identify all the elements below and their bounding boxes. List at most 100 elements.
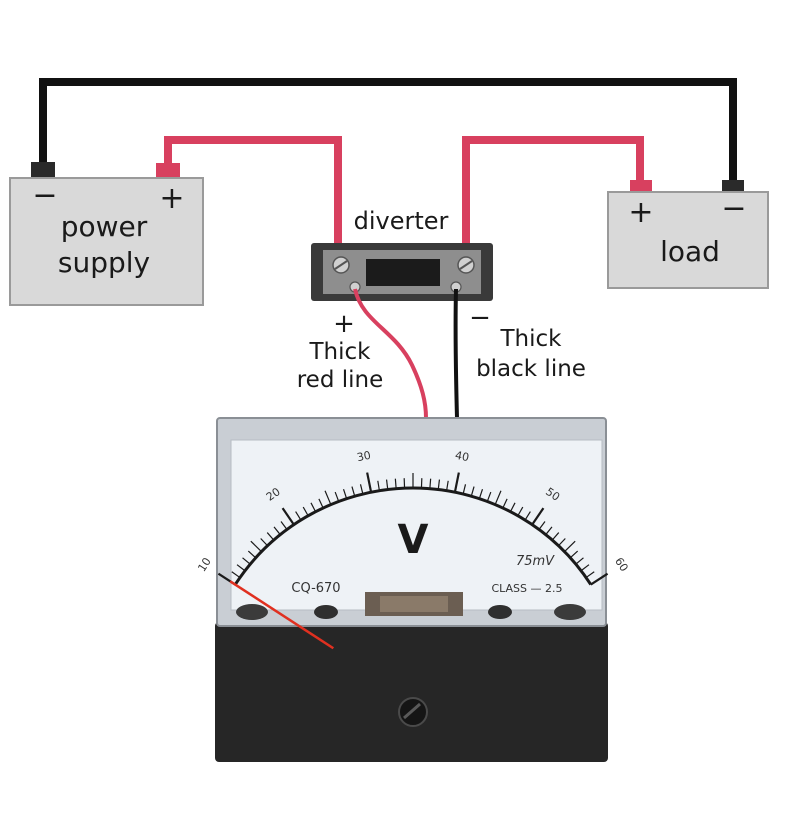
red-wire-right xyxy=(462,136,644,250)
meter-scale-tick xyxy=(359,484,364,495)
power-supply: − + power supply xyxy=(9,162,204,306)
meter-scale-label: 20 xyxy=(264,485,283,504)
meter-scale-tick xyxy=(517,506,524,517)
meter-scale-tick xyxy=(502,498,508,509)
load-minus-sign: − xyxy=(721,191,746,226)
power-supply-terminal-plus xyxy=(156,163,180,181)
meter-needle xyxy=(229,580,335,650)
red-line-label-line1: Thick xyxy=(309,339,372,365)
diverter: diverter xyxy=(311,207,493,301)
meter-scale-tick xyxy=(545,526,553,536)
meter-scale-tick xyxy=(295,511,302,521)
meter-scale-tick xyxy=(558,538,566,547)
meter-scale-tick xyxy=(494,490,502,505)
meter-scale-tick xyxy=(453,472,460,493)
black-line-label-line2: black line xyxy=(476,356,586,382)
meter-scale-label: 60 xyxy=(612,555,631,574)
meter-scale-tick xyxy=(394,478,397,489)
power-supply-label-line2: supply xyxy=(58,246,150,279)
meter-range-note: 75mV xyxy=(516,554,555,569)
meter-scale-tick xyxy=(531,507,545,526)
meter-scale-tick xyxy=(266,532,275,541)
diverter-label: diverter xyxy=(354,207,449,235)
meter-movement-window xyxy=(380,596,448,612)
meter-scale-label: 10 xyxy=(195,555,214,574)
meter-scale-tick xyxy=(324,490,332,505)
meter-scale-tick xyxy=(351,486,356,497)
meter-body xyxy=(215,622,608,762)
power-supply-minus-sign: − xyxy=(32,178,57,213)
red-line-label-line2: red line xyxy=(297,367,384,393)
meter-cover-screw-mid-right-icon xyxy=(488,605,512,619)
meter-cover-screw-mid-left-icon xyxy=(314,605,338,619)
meter-accuracy-class: CLASS — 2.5 xyxy=(491,582,562,595)
meter-scale-tick xyxy=(310,502,317,512)
meter-model: CQ-670 xyxy=(291,581,340,596)
meter-scale-tick xyxy=(429,478,432,489)
meter-scale-tick xyxy=(377,480,380,491)
meter-scale-tick xyxy=(385,479,389,490)
meter-scale-tick xyxy=(585,571,595,579)
meter-scale-tick xyxy=(247,550,257,559)
meter-scale-label: 40 xyxy=(454,449,470,465)
load-box xyxy=(607,191,769,289)
meter-scale-arc xyxy=(233,486,593,586)
meter-scale-tick xyxy=(250,540,262,553)
meter-scale-tick xyxy=(302,506,309,517)
meter-scale-label: 30 xyxy=(356,449,372,465)
meter-scale-tick xyxy=(242,557,251,565)
meter-scale-tick xyxy=(538,521,546,530)
meter-scale-tick xyxy=(366,472,373,493)
black-line-label-line1: Thick xyxy=(500,326,563,352)
power-supply-plus-sign: + xyxy=(159,181,184,216)
black-wire-top xyxy=(39,78,737,180)
load: + − load xyxy=(607,180,769,289)
meter-scale-tick xyxy=(486,491,492,502)
load-label: load xyxy=(660,235,720,268)
meter-scale-tick xyxy=(231,571,241,579)
meter-scale-tick xyxy=(446,480,449,491)
meter-scale-tick xyxy=(575,557,584,565)
red-sense-wire xyxy=(353,288,428,419)
meter-scale-tick xyxy=(580,564,590,572)
meter-scale-tick xyxy=(281,507,295,526)
meter-scale-tick xyxy=(478,488,484,499)
zero-adjust-knob-slot xyxy=(403,702,421,720)
power-supply-label-line1: power xyxy=(61,210,148,243)
power-supply-terminal-minus xyxy=(31,162,55,180)
power-supply-box xyxy=(9,177,204,306)
diverter-screw-left-slot xyxy=(334,260,348,270)
meter-cover-screw-left-icon xyxy=(236,604,268,620)
black-sense-wire xyxy=(453,288,459,419)
black-line-sign: − xyxy=(469,303,491,333)
red-line-sign: + xyxy=(333,309,355,339)
meter-cover-screw-right-icon xyxy=(554,604,586,620)
meter-scale-label: 50 xyxy=(543,485,562,504)
meter-scale-tick xyxy=(551,532,560,541)
meter-scale-tick xyxy=(509,502,516,512)
meter-scale: 10 20 30 40 50 60 xyxy=(195,449,631,586)
voltmeter: 10 20 30 40 50 60 V 75mV CQ-670 CLASS — 2.5 xyxy=(195,417,631,762)
diverter-screw-right-slot xyxy=(459,260,473,270)
meter-scale-tick xyxy=(462,484,467,495)
diverter-resistor-strip xyxy=(366,259,440,286)
load-terminal-minus xyxy=(722,180,744,194)
meter-unit-symbol: V xyxy=(398,517,429,563)
meter-scale-tick xyxy=(280,521,288,530)
meter-scale-tick xyxy=(470,486,475,497)
meter-scale-tick xyxy=(569,550,579,559)
meter-scale-tick xyxy=(437,479,441,490)
red-wire-left xyxy=(164,136,342,250)
load-plus-sign: + xyxy=(628,195,653,230)
meter-scale-tick xyxy=(334,491,340,502)
meter-scale-tick xyxy=(236,564,246,572)
meter-scale-tick xyxy=(342,488,348,499)
meter-scale-tick xyxy=(273,526,281,536)
meter-scale-tick xyxy=(318,498,324,509)
meter-scale-tick xyxy=(260,538,268,547)
load-terminal-plus xyxy=(630,180,652,194)
meter-scale-tick xyxy=(590,572,609,586)
meter-scale-tick xyxy=(564,540,576,553)
